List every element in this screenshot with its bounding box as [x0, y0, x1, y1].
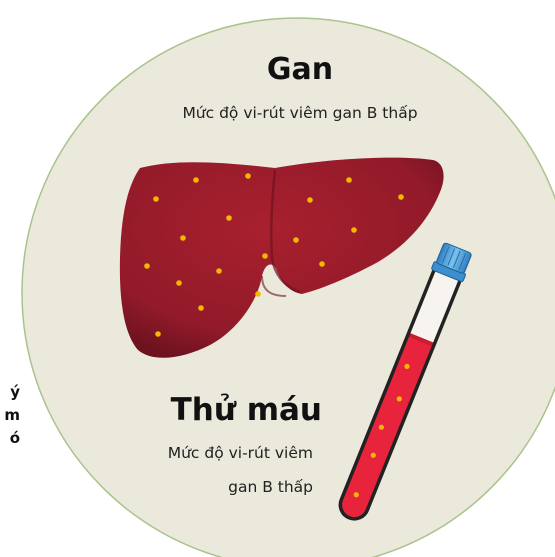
virus-dot: [398, 194, 404, 200]
virus-dot: [216, 268, 222, 274]
virus-dot: [245, 173, 251, 179]
virus-dot: [198, 305, 204, 311]
virus-dot: [176, 280, 182, 286]
virus-dot: [293, 237, 299, 243]
liver-title: Gan: [0, 52, 555, 87]
liver-description: Mức độ vi-rút viêm gan B thấp: [0, 104, 555, 122]
virus-dot: [255, 291, 261, 297]
virus-dot: [346, 177, 352, 183]
virus-dot: [262, 253, 268, 259]
virus-dot: [180, 235, 186, 241]
blood-test-description-line-2: gan B thấp: [0, 478, 313, 496]
virus-dot: [351, 227, 357, 233]
virus-dot: [307, 197, 313, 203]
virus-dot: [193, 177, 199, 183]
virus-dot: [153, 196, 159, 202]
blood-test-title: Thử máu: [0, 392, 322, 428]
virus-dot: [319, 261, 325, 267]
virus-dot: [155, 331, 161, 337]
blood-test-description-line-1: Mức độ vi-rút viêm: [0, 444, 313, 462]
virus-dot: [226, 215, 232, 221]
virus-dot: [144, 263, 150, 269]
